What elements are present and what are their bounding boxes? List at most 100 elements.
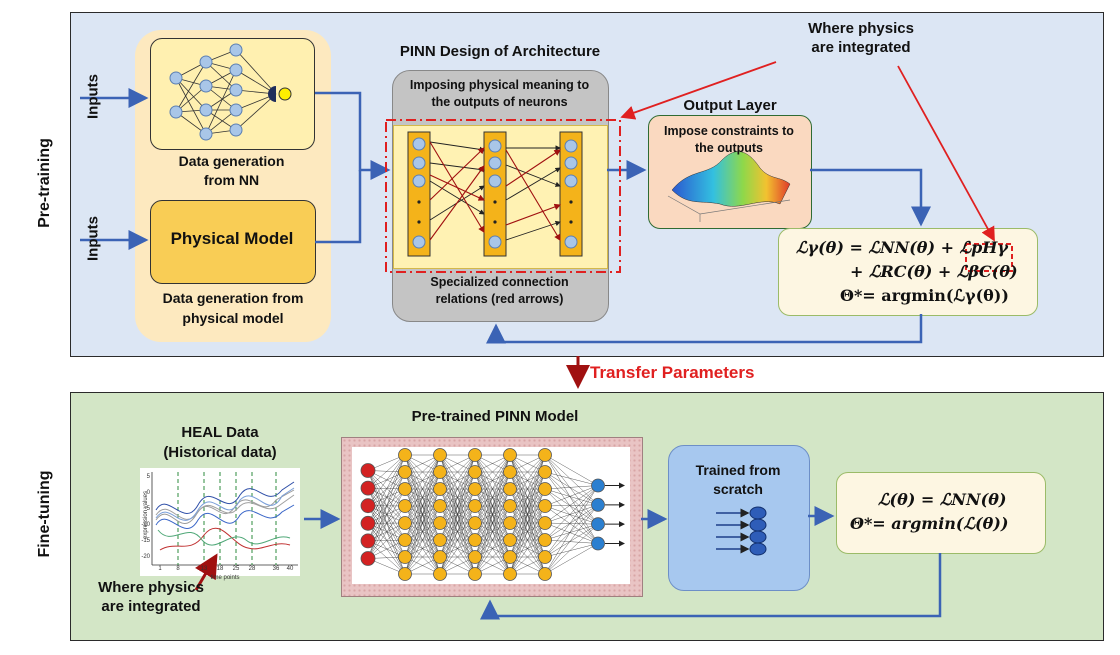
network-edge bbox=[544, 504, 599, 558]
network-edge bbox=[544, 524, 599, 575]
arch-top-line2: the outputs of neurons bbox=[431, 95, 568, 109]
network-edge bbox=[544, 543, 599, 558]
physical-model-box bbox=[150, 200, 316, 284]
network-edge bbox=[544, 485, 599, 558]
physical-model-label: Physical Model bbox=[170, 229, 294, 248]
network-neuron bbox=[591, 536, 605, 551]
arch-bottom-line1: Specialized connection bbox=[430, 275, 569, 289]
network-neuron bbox=[538, 465, 552, 479]
network-edge bbox=[367, 487, 406, 524]
network-edge bbox=[367, 470, 406, 507]
network-neuron bbox=[503, 516, 517, 530]
network-edge bbox=[404, 454, 441, 524]
network-neuron bbox=[468, 533, 482, 547]
network-neuron bbox=[468, 448, 482, 462]
network-neuron bbox=[360, 533, 376, 549]
network-neuron bbox=[538, 499, 552, 513]
network-edge bbox=[439, 454, 476, 507]
phys-caption-line2: physical model bbox=[182, 310, 284, 326]
network-edge bbox=[544, 543, 599, 575]
heal-plot-ytick: 0 bbox=[146, 490, 150, 496]
network-edge bbox=[544, 504, 599, 507]
network-edge bbox=[544, 485, 599, 490]
heal-plot-xtick: 36 bbox=[272, 566, 280, 572]
network-neuron bbox=[433, 516, 447, 530]
network-edge bbox=[544, 471, 599, 506]
network-edge bbox=[367, 470, 406, 524]
network-neuron bbox=[503, 550, 517, 564]
network-neuron bbox=[591, 517, 605, 532]
network-neuron bbox=[433, 482, 447, 496]
heal-plot-xtick: 13 bbox=[200, 566, 208, 572]
network-neuron bbox=[538, 482, 552, 496]
network-neuron bbox=[360, 463, 376, 478]
network-neuron bbox=[468, 465, 482, 479]
network-edge bbox=[367, 488, 406, 559]
arch-title: PINN Design of Architecture bbox=[399, 43, 601, 60]
scratch-line2: scratch bbox=[713, 481, 763, 497]
heal-plot-ytick: -15 bbox=[141, 538, 150, 544]
network-edge bbox=[404, 505, 441, 575]
network-edge bbox=[474, 454, 511, 507]
network-edge bbox=[439, 505, 476, 575]
heal-plot-xtick: 18 bbox=[216, 566, 224, 572]
heal-plot-xlabel: time points bbox=[210, 575, 240, 581]
pretraining-eq-line2: + ℒRC(θ) + ℒβC(θ) bbox=[850, 262, 1018, 281]
network-neuron bbox=[398, 499, 412, 513]
network-edge bbox=[404, 539, 441, 575]
pretraining-flow-arrows bbox=[80, 88, 931, 344]
finetuning-eq-line1: ℒ(θ) = ℒNN(θ) bbox=[878, 490, 1007, 509]
network-neuron bbox=[468, 567, 482, 581]
physics-annotation-arrows bbox=[620, 61, 1013, 272]
trained-from-scratch-box bbox=[668, 445, 810, 591]
network-edge bbox=[367, 488, 406, 558]
scratch-layer bbox=[716, 506, 767, 556]
network-neuron bbox=[398, 482, 412, 496]
network-edge bbox=[544, 505, 599, 544]
output-line1: Impose constraints to bbox=[664, 124, 794, 138]
network-edge bbox=[367, 523, 406, 575]
network-neuron bbox=[503, 533, 517, 547]
network-edge bbox=[367, 454, 406, 524]
network-neuron bbox=[360, 551, 376, 566]
finetuning-flow-arrows bbox=[304, 506, 942, 620]
network-edge bbox=[367, 454, 406, 506]
network-neuron bbox=[503, 465, 517, 479]
heal-physics-note-line2: are integrated bbox=[101, 598, 201, 615]
network-edge bbox=[544, 504, 599, 575]
heal-plot-ytick: 5 bbox=[146, 474, 150, 480]
network-edge bbox=[544, 471, 599, 525]
heal-plot-lines bbox=[151, 472, 298, 566]
network-edge bbox=[544, 522, 599, 525]
nn-caption-line1: Data generation bbox=[178, 153, 285, 169]
network-edge bbox=[367, 522, 406, 559]
scratch-line1: Trained from bbox=[695, 462, 781, 478]
heal-title-line2: (Historical data) bbox=[163, 444, 277, 461]
network-neuron bbox=[433, 499, 447, 513]
finetuning-loss-box bbox=[836, 472, 1046, 554]
nn-caption-line2: from NN bbox=[203, 172, 260, 188]
finetuning-eq-line2: Θ*= argmin(ℒ(θ)) bbox=[850, 514, 1009, 533]
network-neuron bbox=[360, 515, 376, 531]
network-neuron bbox=[503, 482, 517, 496]
network-neuron bbox=[468, 516, 482, 530]
pretraining-eq-line1: ℒγ(θ) = ℒNN(θ) + ℒpHγ bbox=[796, 238, 1008, 257]
network-edge bbox=[367, 523, 406, 558]
network-edge bbox=[509, 539, 546, 575]
network-neuron bbox=[468, 482, 482, 496]
network-edge bbox=[404, 522, 441, 575]
network-neuron bbox=[468, 550, 482, 564]
heal-plot-ytick: -20 bbox=[141, 554, 150, 560]
network-edge bbox=[544, 454, 599, 505]
network-edge bbox=[544, 454, 599, 544]
network-neuron bbox=[538, 516, 552, 530]
inputs-bottom-label: Inputs bbox=[84, 216, 102, 261]
network-edge bbox=[544, 485, 599, 507]
network-neuron bbox=[433, 465, 447, 479]
network-edge bbox=[439, 454, 476, 490]
heal-plot-xtick: 28 bbox=[248, 566, 256, 572]
network-edge bbox=[544, 505, 599, 525]
network-edge bbox=[439, 454, 476, 524]
pretrained-network-nodes bbox=[360, 448, 605, 581]
